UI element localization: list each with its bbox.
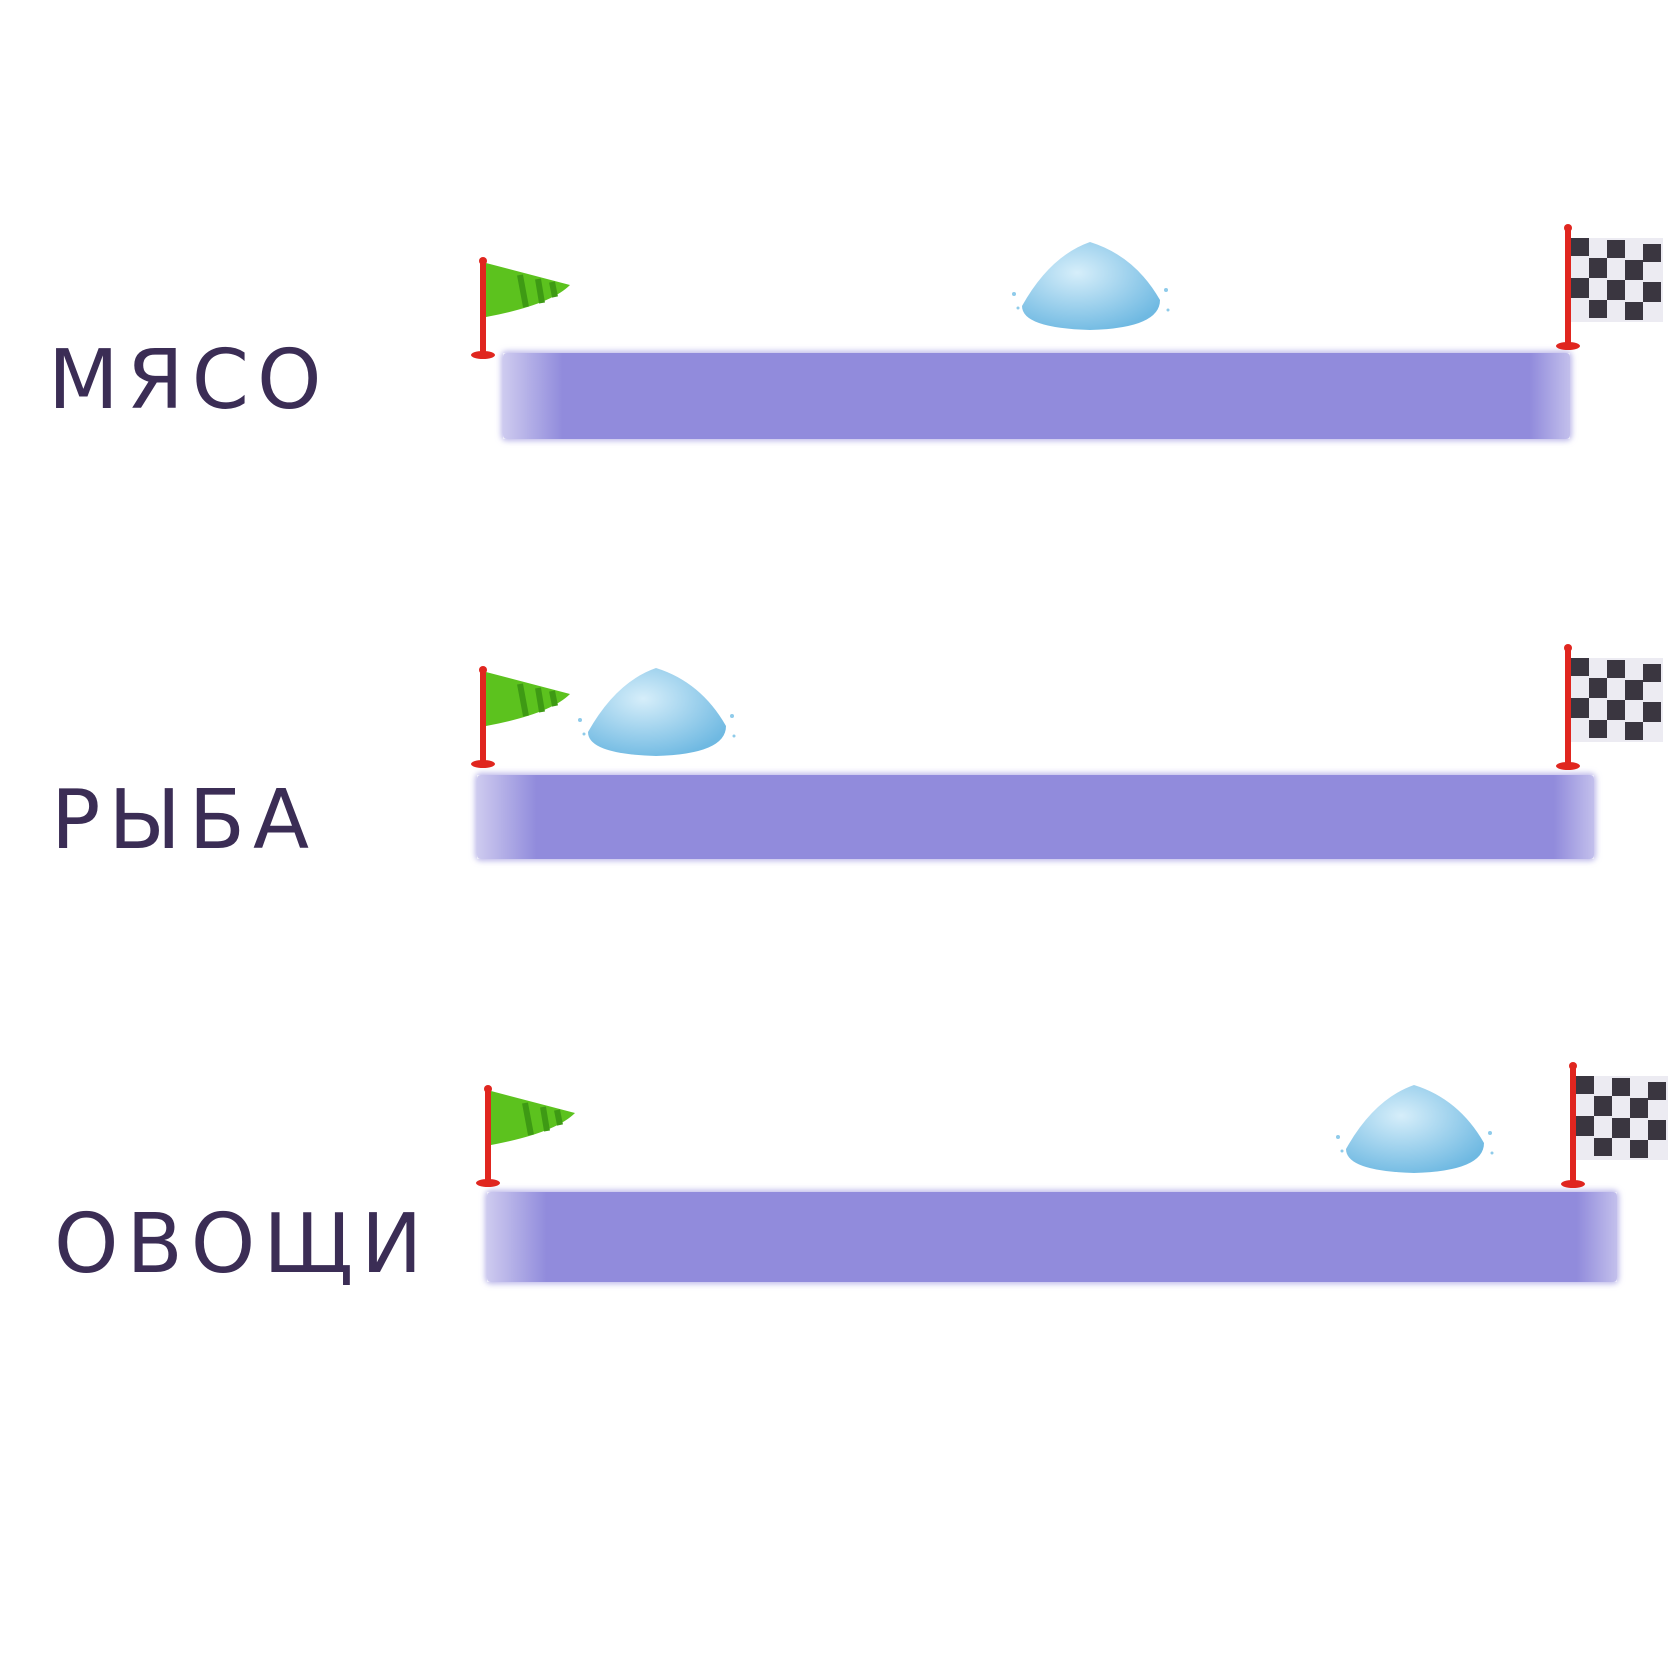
salt-pile-icon: [1334, 1079, 1494, 1175]
row-label-meat: МЯСО: [48, 333, 330, 428]
salt-pile-icon: [576, 662, 736, 758]
row-label-fish: РЫБА: [51, 773, 318, 868]
salt-pile-icon: [1010, 236, 1170, 332]
progress-track-fish: [477, 775, 1594, 859]
finish-flag-icon: [1555, 642, 1665, 772]
finish-flag-icon: [1555, 222, 1665, 352]
progress-track-vegetables: [487, 1192, 1617, 1282]
finish-flag-icon: [1560, 1060, 1670, 1190]
start-flag-icon: [475, 1083, 585, 1189]
row-label-vegetables: ОВОЩИ: [54, 1197, 431, 1292]
start-flag-icon: [470, 255, 580, 361]
start-flag-icon: [470, 664, 580, 770]
progress-track-meat: [503, 353, 1570, 439]
